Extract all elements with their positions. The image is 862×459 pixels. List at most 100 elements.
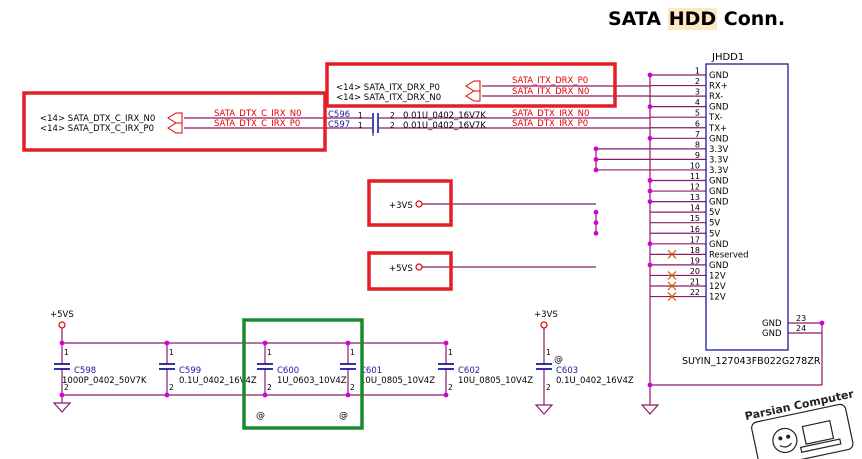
pin-name: 12V [709,282,726,292]
cap-ref: C601 [360,366,382,376]
pin-number: 2 [695,77,700,86]
pin-name: GND [709,198,729,208]
pin-name: GND [709,240,729,250]
side-pin-number: 24 [796,324,806,333]
junction-dot [593,146,599,152]
title-highlight: HDD [667,8,718,30]
cap-pin2: 2 [169,383,174,392]
coupling-cap-pin2: 2 [390,111,395,120]
junction-dot [647,135,653,141]
cap-ref: C599 [179,366,201,376]
junction-dot [593,209,599,215]
cap-value: 10U_0805_10V4Z [360,376,435,386]
power-port [415,263,423,271]
pin-name: 5V [709,219,720,229]
net-label-5vs: +5VS [389,264,413,274]
highlight-box-tx [22,91,327,152]
pin-name: 12V [709,293,726,303]
net-label-tx-p-in: <14> SATA_DTX_C_IRX_P0 [40,124,154,134]
pin-number: 14 [690,204,700,213]
pin-name: 5V [709,229,720,239]
net-label-tx-p-out: SATA_DTX_IRX_P0 [512,119,588,129]
junction-dot [647,188,653,194]
cap-value: 1000P_0402_50V7K [62,376,147,386]
title-suffix: Conn. [717,8,786,30]
junction-dot [443,392,449,398]
junction-dot [164,340,170,346]
pin-name: 5V [709,208,720,218]
watermark-logo: Parsian Computer [744,387,856,459]
cap-ref: C603 [556,366,578,376]
coupling-cap-value: 0.01U_0402_16V7K [403,121,486,131]
side-pin-name: GND [762,329,782,339]
cap-pin1: 1 [448,348,453,357]
junction-dot [647,241,653,247]
net-label-tx-n-in: <14> SATA_DTX_C_IRX_N0 [40,114,155,124]
cap-mark: @ [256,411,265,421]
pin-name: GND [709,71,729,81]
no-connect-mark [667,281,677,291]
rail-label-5vs: +5VS [50,310,74,320]
junction-dot [593,167,599,173]
junction-dot [819,320,825,326]
pin-name: GND [709,134,729,144]
ground-symbol [52,402,72,413]
net-label-3vs: +3VS [389,201,413,211]
coupling-cap-pin1: 1 [358,111,363,120]
side-pin-number: 23 [796,314,806,323]
pin-number: 18 [690,246,700,255]
junction-dot [262,392,268,398]
pin-number: 22 [690,288,700,297]
pin-name: TX+ [708,124,727,134]
junction-dot [443,340,449,346]
no-connect-mark [667,292,677,301]
pin-name: 12V [709,271,726,281]
pin-name: TX- [708,113,723,123]
pin-name: GND [709,103,729,113]
junction-dot [593,230,599,236]
rail-label-3vs: +3VS [534,310,558,320]
junction-dot [647,104,653,110]
cap-pin1: 1 [546,348,551,357]
pin-number: 3 [695,88,700,97]
pin-name: GND [709,187,729,197]
cap-value: 0.1U_0402_16V4Z [556,376,634,386]
pin-number: 20 [690,267,700,276]
pin-number: 10 [690,161,700,170]
cap-ref: C602 [458,366,480,376]
pin-name: RX- [709,92,723,102]
pin-name: 3.3V [709,166,729,176]
cap-pin2: 2 [546,383,551,392]
pin-number: 17 [690,235,700,244]
tx-p-flag [167,122,183,134]
junction-dot [593,220,599,226]
pin-number: 8 [695,140,700,149]
connector-body [705,63,789,351]
connector-part: SUYIN_127043FB022G278ZR [682,356,821,367]
pin-name: 3.3V [709,145,729,155]
cap-pin1: 1 [267,348,272,357]
pin-number: 15 [690,214,700,223]
cap-pin2: 2 [64,383,69,392]
coupling-cap-value: 0.01U_0402_16V7K [403,111,486,121]
pin-number: 5 [695,109,700,118]
net-label-rx-p-in: <14> SATA_ITX_DRX_P0 [336,83,440,93]
cap-value: 0.1U_0402_16V4Z [179,376,257,386]
highlight-box-5vs [367,251,453,291]
cap-mark: @ [554,355,563,365]
pin-name: 3.3V [709,155,729,165]
pin-name: Reserved [709,250,749,260]
cap-pin1: 1 [169,348,174,357]
power-port [415,200,423,208]
pin-number: 7 [695,130,700,139]
pin-number: 19 [690,256,700,265]
pin-number: 16 [690,225,700,234]
junction-dot [647,262,653,268]
pin-number: 21 [690,278,700,287]
coupling-cap-ref: C597 [328,120,350,130]
pin-number: 1 [695,67,700,76]
net-label-tx-n-out: SATA_DTX_IRX_N0 [512,109,589,119]
no-connect-mark [667,271,677,280]
